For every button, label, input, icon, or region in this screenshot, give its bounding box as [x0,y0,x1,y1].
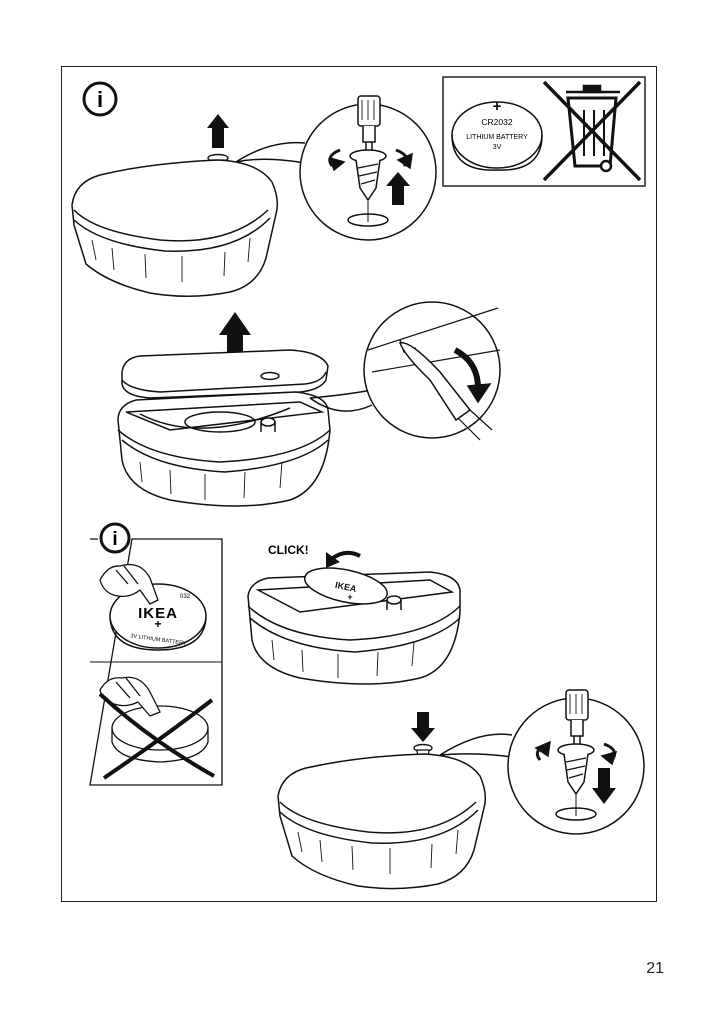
battery-disposal-panel: + CR2032 LITHIUM BATTERY 3V [442,76,646,187]
svg-text:i: i [97,87,103,112]
down-arrow-icon [411,712,435,742]
device-lid [121,349,329,399]
ikea-coin-battery: IKEA + 032 3V LITHIUM BATTERY [109,583,207,651]
svg-text:032: 032 [180,594,191,600]
weee-crossed-bin-icon [542,80,642,182]
svg-text:IKEA: IKEA [334,580,358,594]
cross-mark [98,692,215,780]
svg-text:3V: 3V [493,144,502,151]
svg-text:+: + [154,617,161,631]
svg-text:i: i [112,529,117,550]
rotate-arrow-icon [326,550,361,568]
zoom-detail-pry-lid [309,301,501,441]
screwdriver-icon [565,689,589,747]
closed-device-box [71,159,279,298]
hand-incorrect [99,676,209,763]
cr2032-battery: + CR2032 LITHIUM BATTERY 3V [451,98,543,171]
closed-device-box [277,753,487,890]
svg-text:LITHIUM BATTERY: LITHIUM BATTERY [466,134,528,141]
up-arrow-icon [386,172,410,205]
up-arrow-icon [207,114,229,148]
down-arrow-icon [453,347,492,404]
open-device-base [117,391,331,507]
rotate-arrow-icon [534,740,618,766]
rotate-arrow-icon [328,148,413,172]
click-label: CLICK! [268,543,309,557]
instruction-frame [61,66,657,902]
svg-text:+: + [493,98,502,115]
svg-text:IKEA: IKEA [138,605,178,622]
svg-text:CR2032: CR2032 [481,117,512,127]
info-icon: i [99,522,131,554]
svg-text:+: + [347,592,352,602]
down-arrow-icon [592,768,616,804]
zoom-detail-unscrew [235,95,437,241]
open-device-with-battery: IKEA + [247,567,461,685]
page-number: 21 [646,960,664,977]
screwdriver-icon [357,95,381,153]
hand-correct [99,563,159,605]
info-icon: i [82,81,118,117]
zoom-detail-screw-in [439,689,645,835]
battery-handling-info-panel: i IKEA + 032 3V LITHIUM BATTERY [89,522,223,786]
